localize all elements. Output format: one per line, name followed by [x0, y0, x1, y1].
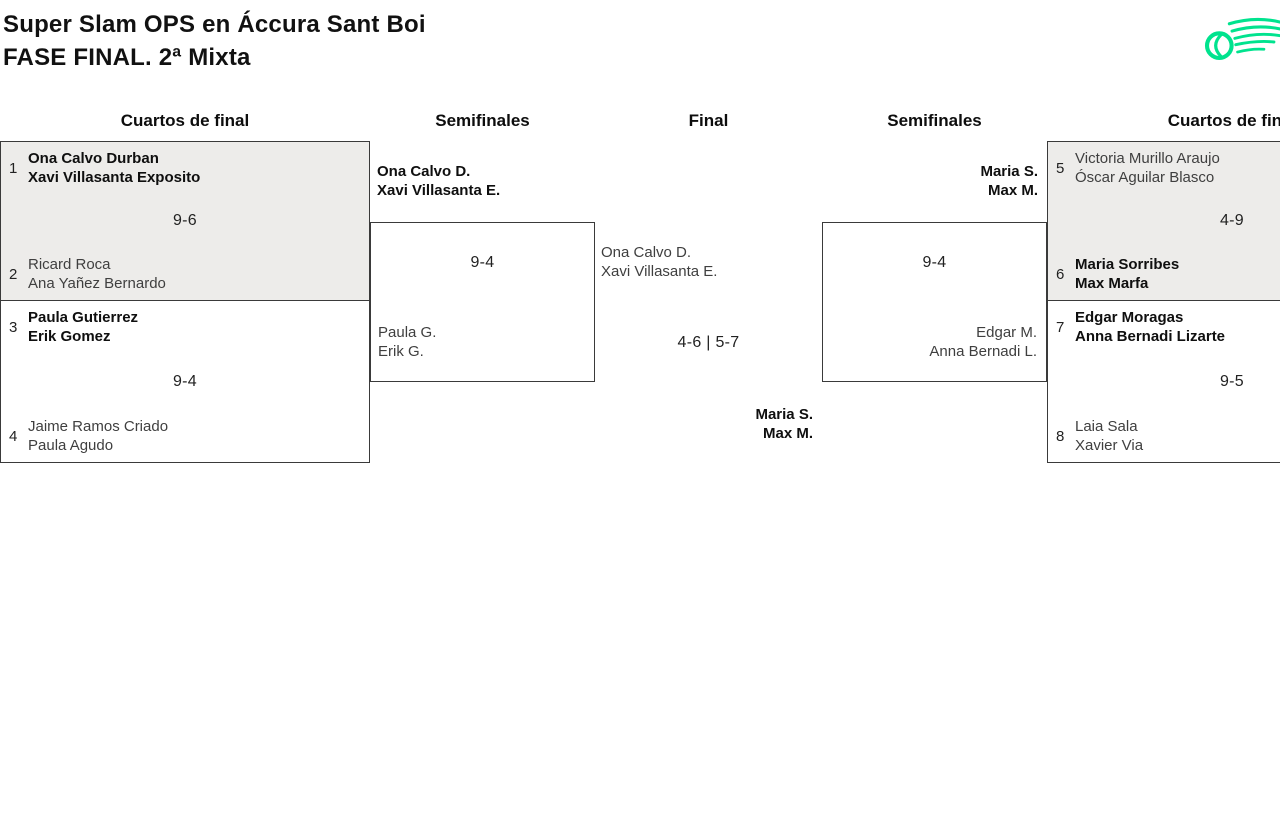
team-names: Maria Sorribes Max Marfa: [1075, 255, 1179, 293]
semifinal-box: 9-4 Paula G. Erik G.: [370, 222, 595, 382]
player-name: Anna Bernadi Lizarte: [1075, 328, 1226, 345]
round-header-semifinals-right: Semifinales: [887, 111, 982, 130]
team-names: Edgar Moragas Anna Bernadi Lizarte: [1075, 308, 1225, 346]
player-name: Jaime Ramos Criado: [28, 418, 169, 435]
seed-number: 6: [1056, 265, 1065, 283]
player-name: Erik Gomez: [28, 328, 111, 345]
player-name: Xavi Villasanta Exposito: [28, 169, 201, 186]
player-name: Ricard Roca: [28, 256, 111, 273]
team-names: Laia Sala Xavier Via: [1075, 417, 1143, 455]
team-names: Ona Calvo Durban Xavi Villasanta Exposit…: [28, 149, 200, 187]
player-name: Edgar Moragas: [1075, 309, 1184, 326]
round-header-quarterfinals-right: Cuartos de final: [1167, 111, 1280, 130]
team-row: 1 Ona Calvo Durban Xavi Villasanta Expos…: [1, 149, 369, 187]
match-quarterfinal-4[interactable]: 7 Edgar Moragas Anna Bernadi Lizarte 9-5…: [1047, 300, 1280, 463]
player-name: Laia Sala: [1075, 418, 1138, 435]
seed-number: 2: [9, 265, 18, 283]
team-row: 4 Jaime Ramos Criado Paula Agudo: [1, 417, 369, 455]
match-quarterfinal-3[interactable]: 5 Victoria Murillo Araujo Óscar Aguilar …: [1047, 141, 1280, 301]
final-champion-team: Maria S. Max M.: [755, 405, 813, 443]
team-row: 2 Ricard Roca Ana Yañez Bernardo: [1, 255, 369, 293]
tennis-ball-swoosh-icon: [1204, 17, 1280, 60]
page-title: Super Slam OPS en Áccura Sant Boi FASE F…: [3, 8, 426, 74]
match-score: 9-4: [922, 254, 947, 271]
semifinal-box: 9-4 Edgar M. Anna Bernadi L.: [822, 222, 1047, 382]
player-name: Edgar M.: [976, 324, 1037, 341]
player-name: Max Marfa: [1075, 275, 1149, 292]
match-quarterfinal-1[interactable]: 1 Ona Calvo Durban Xavi Villasanta Expos…: [0, 141, 370, 301]
semifinal-advancing-team: Ona Calvo D. Xavi Villasanta E.: [377, 162, 500, 200]
team-row: 8 Laia Sala Xavier Via: [1048, 417, 1280, 455]
player-name: Xavi Villasanta E.: [601, 263, 718, 280]
player-name: Paula G.: [378, 324, 437, 341]
seed-number: 4: [9, 427, 18, 445]
match-score: 9-5: [1219, 372, 1245, 390]
match-score: 9-4: [470, 254, 495, 271]
match-score: 9-6: [172, 212, 198, 229]
seed-number: 3: [9, 318, 18, 336]
semifinal-advancing-team: Maria S. Max M.: [980, 162, 1038, 200]
player-name: Victoria Murillo Araujo: [1075, 150, 1220, 167]
team-names: Paula Gutierrez Erik Gomez: [28, 308, 138, 346]
match-score: 4-9: [1219, 212, 1245, 229]
match-score: 4-6 | 5-7: [677, 334, 740, 351]
team-row: 7 Edgar Moragas Anna Bernadi Lizarte: [1048, 308, 1280, 346]
seed-number: 7: [1056, 318, 1065, 336]
player-name: Erik G.: [378, 343, 424, 360]
team-row: 5 Victoria Murillo Araujo Óscar Aguilar …: [1048, 149, 1280, 187]
round-header-final: Final: [688, 111, 729, 130]
player-name: Max M.: [987, 182, 1038, 199]
round-header-semifinals-left: Semifinales: [435, 111, 530, 130]
player-name: Xavi Villasanta E.: [377, 182, 501, 199]
semifinal-eliminated-team: Edgar M. Anna Bernadi L.: [929, 323, 1037, 361]
player-name: Ona Calvo Durban: [28, 150, 159, 167]
match-semifinal-1[interactable]: Ona Calvo D. Xavi Villasanta E. 9-4 Paul…: [370, 162, 595, 382]
player-name: Max M.: [762, 425, 813, 442]
round-header-quarterfinals-left: Cuartos de final: [120, 111, 250, 130]
player-name: Ana Yañez Bernardo: [28, 275, 166, 292]
team-names: Victoria Murillo Araujo Óscar Aguilar Bl…: [1075, 149, 1220, 187]
tournament-title: Super Slam OPS en Áccura Sant Boi: [3, 11, 426, 38]
player-name: Ona Calvo D.: [601, 244, 692, 261]
team-names: Jaime Ramos Criado Paula Agudo: [28, 417, 168, 455]
player-name: Óscar Aguilar Blasco: [1075, 169, 1215, 186]
match-score: 9-4: [172, 372, 198, 390]
seed-number: 8: [1056, 427, 1065, 445]
player-name: Paula Agudo: [28, 437, 114, 454]
semifinal-eliminated-team: Paula G. Erik G.: [378, 323, 436, 361]
team-row: 6 Maria Sorribes Max Marfa: [1048, 255, 1280, 293]
player-name: Maria S.: [980, 163, 1038, 180]
player-name: Xavier Via: [1075, 437, 1144, 454]
seed-number: 1: [9, 159, 18, 177]
player-name: Anna Bernadi L.: [929, 343, 1037, 360]
player-name: Ona Calvo D.: [377, 163, 471, 180]
match-quarterfinal-2[interactable]: 3 Paula Gutierrez Erik Gomez 9-4 4 Jaime…: [0, 300, 370, 463]
phase-subtitle: FASE FINAL. 2ª Mixta: [3, 44, 251, 71]
final-runnerup-team: Ona Calvo D. Xavi Villasanta E.: [601, 243, 717, 281]
seed-number: 5: [1056, 159, 1065, 177]
match-semifinal-2[interactable]: Maria S. Max M. 9-4 Edgar M. Anna Bernad…: [822, 162, 1047, 382]
player-name: Paula Gutierrez: [28, 309, 139, 326]
team-names: Ricard Roca Ana Yañez Bernardo: [28, 255, 166, 293]
team-row: 3 Paula Gutierrez Erik Gomez: [1, 308, 369, 346]
match-final[interactable]: Ona Calvo D. Xavi Villasanta E. 4-6 | 5-…: [595, 162, 822, 443]
player-name: Maria Sorribes: [1075, 256, 1180, 273]
player-name: Maria S.: [755, 406, 813, 423]
